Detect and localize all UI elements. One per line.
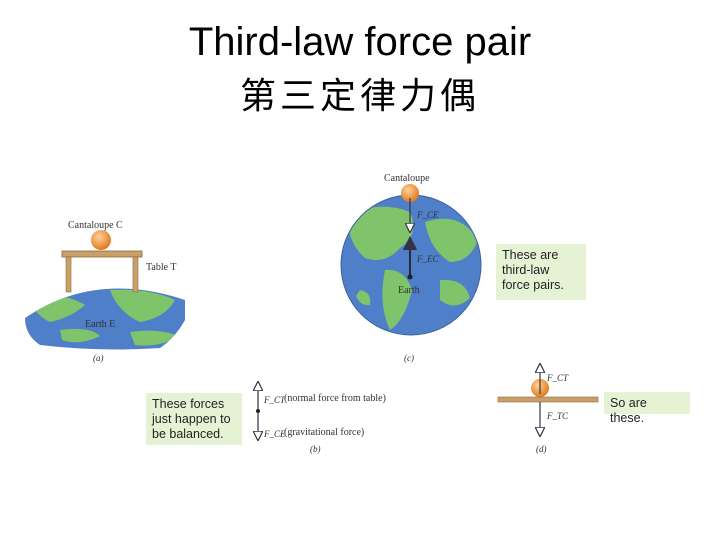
force-label-ct-d: F_CT xyxy=(546,373,569,383)
cantaloupe-c xyxy=(401,184,419,202)
table-top-d xyxy=(497,396,599,403)
force-desc-ct-b: (normal force from table) xyxy=(284,393,386,404)
force-label-ce-c: F_CE xyxy=(416,210,439,220)
slide-subtitle: 第三定律力偶 xyxy=(239,76,480,117)
earth-center-dot-c xyxy=(407,274,413,280)
caption-b: (b) xyxy=(310,444,321,454)
earth-label-a: Earth E xyxy=(85,319,115,330)
earth-surface-a xyxy=(25,288,185,350)
note-so-are-these: So are these. xyxy=(604,392,690,425)
caption-c: (c) xyxy=(404,353,414,363)
cantaloupe-label-c: Cantaloupe xyxy=(384,173,430,184)
slide-title: Third-law force pair xyxy=(188,20,532,64)
cantaloupe-dot-b xyxy=(256,409,260,413)
earth-globe-c xyxy=(340,194,482,336)
force-desc-ce-b: (gravitational force) xyxy=(284,427,364,438)
panel-a: Cantaloupe C Table T Earth E (a) xyxy=(25,220,185,363)
force-label-ce-b: F_CE xyxy=(263,429,286,439)
panel-b: F_CT (normal force from table) F_CE (gra… xyxy=(256,386,386,454)
force-label-tc-d: F_TC xyxy=(546,411,569,421)
table-label-a: Table T xyxy=(146,262,177,273)
force-label-ec-c: F_EC xyxy=(416,254,439,264)
table-a xyxy=(61,250,143,293)
panel-c: Cantaloupe F_CE F_EC Earth (c) xyxy=(340,173,482,363)
cantaloupe-a xyxy=(91,230,111,250)
force-label-ct-b: F_CT xyxy=(263,395,286,405)
note-balanced-forces: These forces just happen to be balanced. xyxy=(146,393,242,445)
note-third-law-pairs: These are third-law force pairs. xyxy=(496,244,586,300)
cantaloupe-label-a: Cantaloupe C xyxy=(68,220,123,231)
caption-d: (d) xyxy=(536,444,547,454)
earth-label-c: Earth xyxy=(398,285,420,296)
caption-a: (a) xyxy=(93,353,104,363)
panel-d: F_CT F_TC (d) xyxy=(497,368,599,454)
